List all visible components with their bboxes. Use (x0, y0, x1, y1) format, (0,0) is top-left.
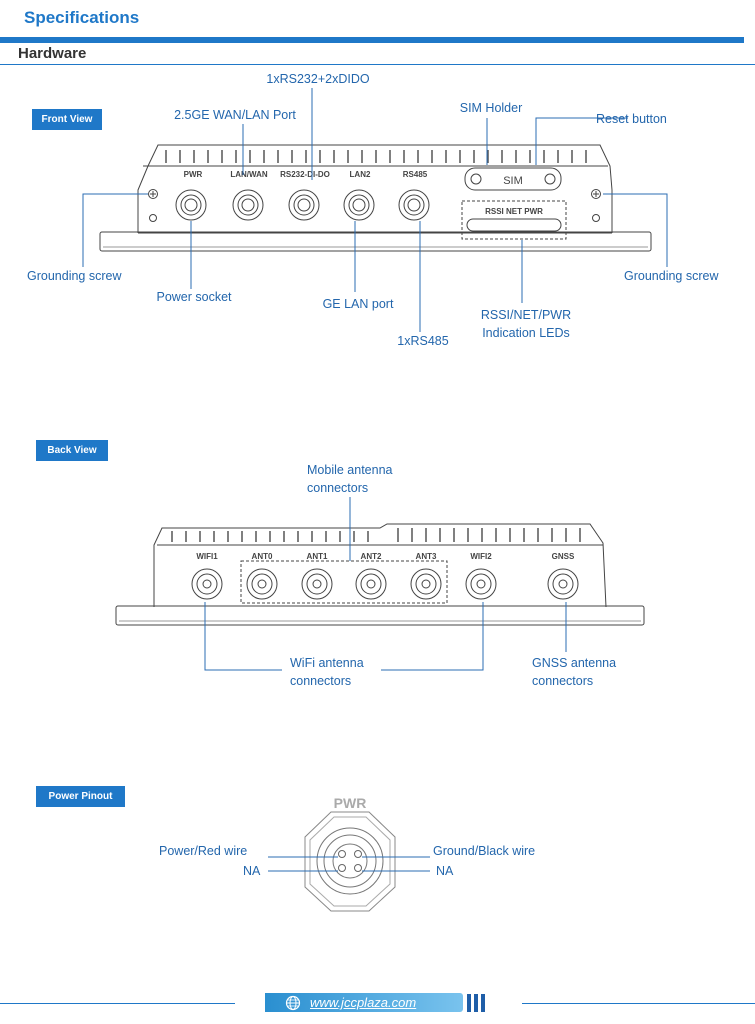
conn-label-ant0: ANT0 (252, 552, 273, 561)
port-label-lan2: LAN2 (350, 170, 371, 179)
header-divider (0, 37, 744, 43)
footer-line-left (0, 1003, 235, 1004)
port-label-lan-wan: LAN/WAN (230, 170, 268, 179)
back-view-tag: Back View (36, 440, 108, 461)
label-grounding-screw-right: Grounding screw (624, 269, 719, 283)
footer-bar-3 (481, 994, 485, 1012)
front-port-labels: PWR LAN/WAN RS232-DI-DO LAN2 RS485 SIM R… (184, 170, 543, 216)
label-na-right: NA (436, 864, 454, 878)
footer-url-link[interactable]: www.jccplaza.com (310, 995, 417, 1010)
led-label: RSSI NET PWR (485, 207, 543, 216)
back-connector-labels: WIFI1 ANT0 ANT1 ANT2 ANT3 WIFI2 GNSS (196, 552, 575, 561)
front-leader-lines (82, 88, 668, 332)
label-sim-holder: SIM Holder (459, 101, 523, 115)
label-power-red-wire: Power/Red wire (159, 844, 248, 858)
footer-bar-1 (467, 994, 471, 1012)
power-pinout-tag: Power Pinout (36, 786, 125, 807)
label-wan-lan-port: 2.5GE WAN/LAN Port (174, 108, 296, 122)
label-rs232-dido: 1xRS232+2xDIDO (266, 72, 370, 86)
section-title: Hardware (18, 45, 87, 62)
label-na-left: NA (243, 864, 261, 878)
label-wifi-antenna: WiFi antenna connectors (290, 656, 364, 688)
label-ground-black-wire: Ground/Black wire (433, 844, 536, 858)
label-power-socket: Power socket (156, 290, 232, 304)
pinout-leader-lines (268, 856, 430, 872)
footer-banner (265, 993, 463, 1012)
conn-label-ant3: ANT3 (416, 552, 437, 561)
front-device-drawing (99, 144, 652, 252)
globe-icon (285, 995, 301, 1011)
label-rs485: 1xRS485 (397, 334, 449, 348)
front-view-tag: Front View (32, 109, 102, 130)
label-ge-lan-port: GE LAN port (322, 297, 394, 311)
port-label-rs232: RS232-DI-DO (280, 170, 330, 179)
conn-label-gnss: GNSS (552, 552, 575, 561)
footer-bar-2 (474, 994, 478, 1012)
port-label-pwr: PWR (184, 170, 203, 179)
label-indication-leds: RSSI/NET/PWR Indication LEDs (480, 308, 572, 340)
back-connectors (191, 568, 579, 600)
section-underline (0, 64, 755, 65)
back-device-drawing (115, 523, 645, 626)
conn-label-ant2: ANT2 (361, 552, 382, 561)
front-ports (175, 189, 430, 221)
label-grounding-screw-left: Grounding screw (27, 269, 122, 283)
label-mobile-antenna: Mobile antenna connectors (307, 463, 393, 495)
footer-line-right (522, 1003, 755, 1004)
conn-label-wifi1: WIFI1 (196, 552, 218, 561)
label-reset-button: Reset button (596, 112, 667, 126)
conn-label-wifi2: WIFI2 (470, 552, 492, 561)
power-connector-drawing (304, 811, 396, 912)
port-label-rs485: RS485 (403, 170, 428, 179)
page-title: Specifications (24, 8, 140, 27)
pwr-connector-label: PWR (334, 795, 367, 811)
back-leader-lines (204, 497, 567, 671)
conn-label-ant1: ANT1 (307, 552, 328, 561)
label-gnss-antenna: GNSS antenna connectors (532, 656, 617, 688)
sim-label: SIM (503, 175, 523, 187)
